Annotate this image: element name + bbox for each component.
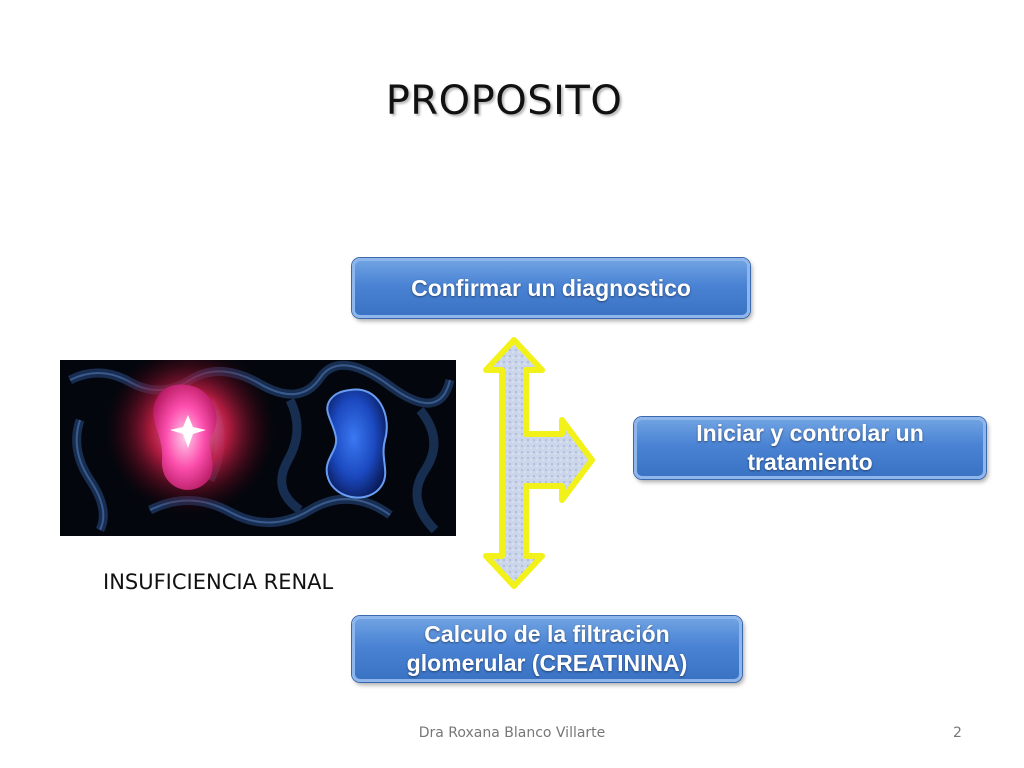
kidney-image [60, 345, 456, 536]
image-caption: INSUFICIENCIA RENAL [103, 570, 334, 594]
footer-author: Dra Roxana Blanco Villarte [418, 725, 606, 741]
slide-title: PROPOSITO [385, 78, 623, 124]
kidney-illustration [60, 345, 456, 536]
branch-arrow [483, 337, 595, 589]
box-filtration-calculation: Calculo de la filtración glomerular (CRE… [352, 616, 742, 682]
box-treatment: Iniciar y controlar un tratamiento [634, 417, 986, 479]
box-confirm-diagnostic: Confirmar un diagnostico [352, 258, 750, 318]
footer-page-number: 2 [953, 725, 962, 741]
